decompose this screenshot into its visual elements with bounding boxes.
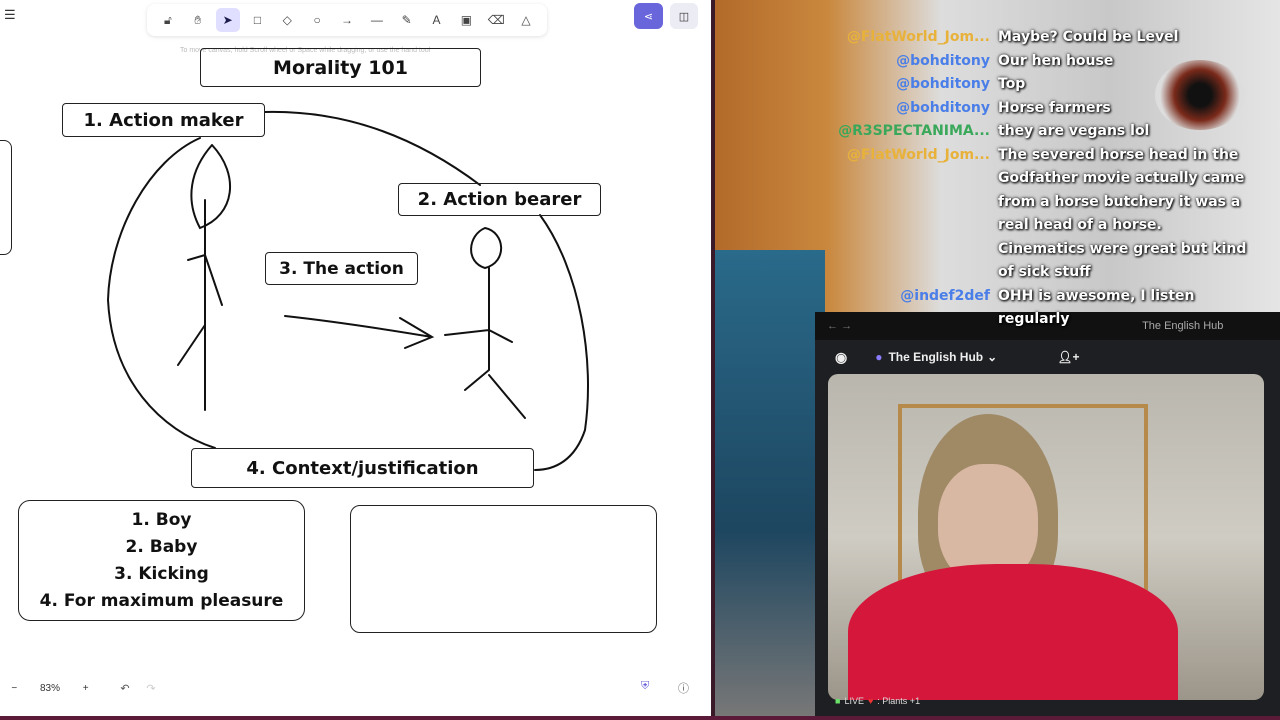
shark-cat-art bbox=[715, 250, 825, 716]
toolbar: 🔓︎ ✋︎ ➤ □ ◇ ○ → — ✎ A ▣ ⌫ △ bbox=[147, 4, 547, 36]
chat-text: they are vegans lol bbox=[998, 123, 1150, 139]
undo-icon[interactable]: ↶ bbox=[120, 682, 130, 695]
list-item: 3. Kicking bbox=[114, 563, 209, 584]
title-box[interactable]: Morality 101 bbox=[200, 48, 481, 87]
chat-text: Our hen house bbox=[998, 52, 1114, 69]
chat-message: @FlatWorld_Jom... Maybe? Could be Level bbox=[715, 26, 1280, 50]
server-name[interactable]: The English Hub bbox=[888, 350, 984, 364]
chat-message: @bohditony Horse farmers bbox=[715, 97, 1280, 121]
diamond-icon[interactable]: ◇ bbox=[282, 13, 292, 27]
ellipse-icon[interactable]: ○ bbox=[313, 13, 321, 27]
chat-message: @R3SPECTANIMA... they are vegans lol bbox=[715, 120, 1280, 144]
chat-message: @FlatWorld_Jom... The severed horse head … bbox=[715, 144, 1280, 285]
chat-text: Top bbox=[998, 76, 1026, 92]
chat-username[interactable]: @bohditony bbox=[896, 99, 990, 116]
chat-username[interactable]: @R3SPECTANIMA... bbox=[838, 123, 990, 139]
library-button[interactable]: ◫ bbox=[670, 3, 698, 29]
chat-message: @bohditony Our hen house bbox=[715, 50, 1280, 74]
redo-icon[interactable]: ↷ bbox=[146, 682, 156, 695]
discord-window: ← → The English Hub ◉ ● The English Hub … bbox=[815, 312, 1280, 716]
chat-text: Maybe? Could be Level bbox=[998, 29, 1179, 45]
canvas-hint: To move canvas, hold Scroll wheel or Spa… bbox=[180, 47, 431, 54]
image-icon[interactable]: ▣ bbox=[460, 13, 473, 27]
window-title: The English Hub bbox=[1142, 320, 1224, 332]
activity-bar: ■ LIVE ♥ : Plants +1 bbox=[835, 696, 920, 706]
bottom-border bbox=[0, 716, 1280, 720]
stick-figure-maker bbox=[177, 144, 232, 411]
chat-overlay: @FlatWorld_Jom... Maybe? Could be Level @b… bbox=[715, 26, 1280, 332]
offscreen-box[interactable] bbox=[0, 140, 12, 255]
selection-icon[interactable]: ➤ bbox=[215, 8, 240, 32]
hand-icon[interactable]: ✋︎ bbox=[194, 12, 202, 27]
help-icon[interactable]: ⓘ bbox=[678, 683, 689, 695]
context-box[interactable]: 4. Context/justification bbox=[191, 448, 534, 488]
chat-message: @bohditony Top bbox=[715, 73, 1280, 97]
chat-message: @indef2def OHH is awesome, I listen regul… bbox=[715, 285, 1280, 332]
action-arrow bbox=[284, 315, 435, 349]
chat-username[interactable]: @FlatWorld_Jom... bbox=[846, 146, 990, 163]
rectangle-icon[interactable]: □ bbox=[253, 13, 262, 27]
chat-username[interactable]: @indef2def bbox=[900, 287, 990, 304]
heart-icon: ♥ bbox=[867, 696, 874, 706]
eraser-icon[interactable]: ⌫ bbox=[487, 13, 505, 27]
chat-text: Horse farmers bbox=[998, 99, 1111, 116]
server-icon: ● bbox=[875, 350, 883, 364]
lock-icon[interactable]: 🔓︎ bbox=[164, 12, 172, 27]
zoom-level[interactable]: 83% bbox=[39, 682, 60, 694]
zoom-in-button[interactable]: + bbox=[82, 682, 89, 694]
window-frame bbox=[898, 404, 1148, 604]
undo-redo: ↶ ↷ bbox=[112, 678, 164, 698]
divider bbox=[711, 0, 715, 720]
list-item: 2. Baby bbox=[125, 536, 198, 557]
text-icon[interactable]: A bbox=[432, 13, 441, 27]
zoom-out-button[interactable]: − bbox=[11, 682, 18, 694]
discord-titlebar: ← → The English Hub bbox=[815, 312, 1280, 340]
stick-figure-bearer bbox=[444, 227, 526, 419]
pencil-icon[interactable]: ✎ bbox=[401, 13, 412, 27]
discord-logo-icon[interactable]: ◉ bbox=[835, 348, 848, 365]
webcam-feed bbox=[828, 374, 1264, 700]
live-icon: ■ bbox=[835, 696, 841, 706]
cow-eye bbox=[1155, 60, 1245, 130]
arrow-icon[interactable]: → bbox=[340, 13, 353, 27]
line-icon[interactable]: — bbox=[370, 13, 383, 27]
chevron-down-icon[interactable]: ⌄ bbox=[987, 350, 998, 364]
chat-username[interactable]: @bohditony bbox=[896, 76, 990, 92]
chat-username[interactable]: @FlatWorld_Jom... bbox=[846, 29, 990, 45]
example-list-box[interactable]: 1. Boy 2. Baby 3. Kicking 4. For maximum… bbox=[18, 500, 305, 621]
list-item: 4. For maximum pleasure bbox=[39, 590, 284, 611]
red-hoodie bbox=[848, 564, 1178, 700]
forward-arrow-icon[interactable]: → bbox=[841, 320, 853, 332]
whiteboard-canvas[interactable]: ☰ 🔓︎ ✋︎ ➤ □ ◇ ○ → — ✎ A ▣ ⌫ △ ⋖ ◫ To mov… bbox=[0, 0, 711, 716]
chat-text: The severed horse head in the Godfather … bbox=[998, 146, 1247, 281]
loop-stroke bbox=[106, 110, 589, 471]
chat-username[interactable]: @bohditony bbox=[896, 52, 990, 69]
menu-icon[interactable]: ☰ bbox=[4, 7, 16, 22]
empty-box[interactable] bbox=[350, 505, 657, 633]
shield-icon[interactable]: ⛨ bbox=[641, 680, 650, 692]
add-member-icon[interactable]: 👤︎+ bbox=[1057, 350, 1080, 364]
zoom-controls: − 83% + bbox=[0, 676, 100, 700]
list-item: 1. Boy bbox=[131, 509, 192, 530]
shapes-icon[interactable]: △ bbox=[521, 13, 531, 27]
chat-text: OHH is awesome, I listen regularly bbox=[998, 287, 1195, 328]
live-status: LIVE bbox=[844, 696, 864, 706]
action-maker-box[interactable]: 1. Action maker bbox=[62, 103, 265, 137]
activity-text: : Plants +1 bbox=[877, 696, 921, 706]
action-bearer-box[interactable]: 2. Action bearer bbox=[398, 183, 601, 216]
back-arrow-icon[interactable]: ← bbox=[827, 320, 838, 332]
share-button[interactable]: ⋖ bbox=[634, 3, 663, 29]
action-box[interactable]: 3. The action bbox=[265, 252, 418, 285]
drawing bbox=[106, 110, 589, 471]
